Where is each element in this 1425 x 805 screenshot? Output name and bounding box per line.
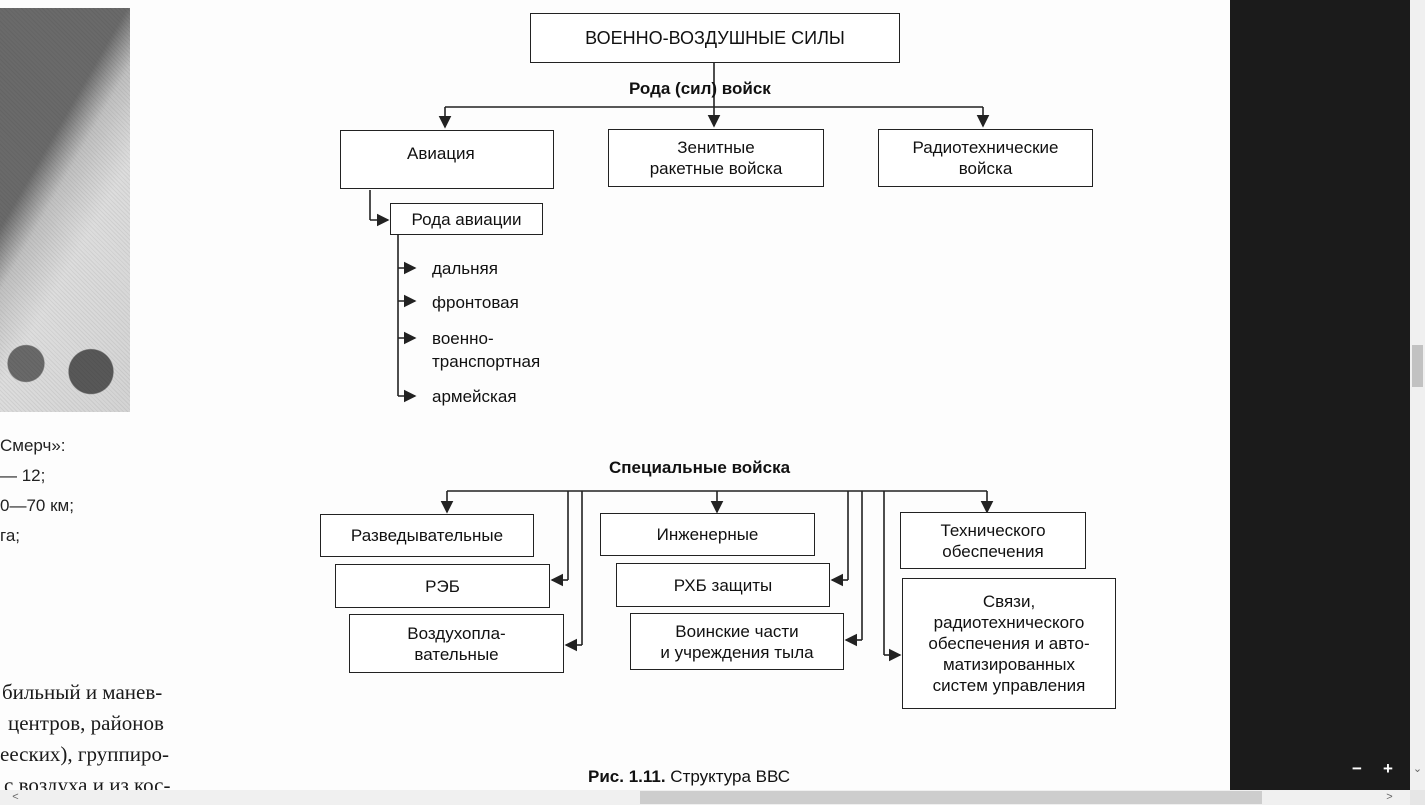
special-aeronautic: Воздухопла- вательные xyxy=(349,614,564,673)
special-nbc: РХБ защиты xyxy=(616,563,830,607)
special-aeronautic-line: Воздухопла- xyxy=(407,623,506,643)
aviation-kind-item: фронтовая xyxy=(432,293,519,312)
special-heading: Специальные войска xyxy=(609,458,791,477)
zoom-out-button[interactable]: − xyxy=(1352,759,1362,778)
scanned-page: Смерч»: — 12; 0—70 км; га; бильный и ман… xyxy=(0,8,1116,790)
special-comms-line: матизированных xyxy=(942,655,1076,674)
aviation-kind-item: дальняя xyxy=(432,259,498,278)
spec-line: Смерч»: xyxy=(0,436,66,455)
branch-radio-tech-line: войска xyxy=(958,159,1013,178)
body-line: ееских), группиро- xyxy=(0,742,169,766)
figure-caption: Рис. 1.11. Структура ВВС xyxy=(588,767,790,787)
special-recon-label: Разведывательные xyxy=(350,526,504,545)
branch-air-defense-line: Зенитные xyxy=(677,138,755,157)
aviation-kinds-box: Рода авиации xyxy=(390,203,543,235)
vertical-scroll-thumb[interactable] xyxy=(1412,345,1423,387)
special-nbc-label: РХБ защиты xyxy=(673,575,773,595)
scroll-right-icon[interactable]: > xyxy=(1386,791,1393,803)
branch-air-defense: Зенитные ракетные войска xyxy=(608,129,824,187)
special-comms-line: Связи, xyxy=(982,592,1036,611)
special-rear-line: и учреждения тыла xyxy=(660,642,814,662)
body-line: центров, районов xyxy=(8,711,164,735)
vertical-scrollbar[interactable] xyxy=(1410,0,1425,790)
viewer-background xyxy=(1230,0,1410,790)
special-rear-line: Воинские части xyxy=(675,621,799,641)
figure-caption-label: Рис. 1.11. xyxy=(588,767,666,786)
special-comms: Связи, радиотехнического обеспечения и а… xyxy=(902,578,1116,709)
special-comms-line: радиотехнического xyxy=(933,613,1085,632)
special-ew: РЭБ xyxy=(335,564,550,608)
special-tech-support-line: Технического xyxy=(940,520,1046,540)
branch-air-defense-line: ракетные войска xyxy=(649,159,783,178)
body-line: бильный и манев- xyxy=(2,680,163,704)
figure-caption-text: Структура ВВС xyxy=(665,767,791,786)
zoom-in-button[interactable]: + xyxy=(1383,759,1393,778)
spec-line: га; xyxy=(0,526,21,545)
launcher-photo xyxy=(0,8,130,412)
branch-radio-tech: Радиотехнические войска xyxy=(878,129,1093,187)
special-ew-label: РЭБ xyxy=(425,576,460,596)
special-recon: Разведывательные xyxy=(320,514,534,557)
spec-line: 0—70 км; xyxy=(0,496,74,515)
special-engineering: Инженерные xyxy=(600,513,815,556)
spec-line: — 12; xyxy=(0,466,46,485)
branch-aviation-label: Авиация xyxy=(407,144,475,163)
diagram-title-box: ВОЕННО-ВОЗДУШНЫЕ СИЛЫ xyxy=(530,13,900,63)
scroll-down-icon[interactable]: ⌄ xyxy=(1412,763,1423,775)
branches-heading: Рода (сил) войск xyxy=(629,79,771,98)
scrollbar-corner xyxy=(1410,790,1425,805)
aviation-kind-item-cont: транспортная xyxy=(432,352,541,371)
special-tech-support-line: обеспечения xyxy=(942,541,1044,561)
aviation-kind-item: армейская xyxy=(432,387,517,406)
special-comms-line: систем управления xyxy=(932,676,1086,695)
special-engineering-label: Инженерные xyxy=(656,525,759,544)
aviation-kind-item: военно- xyxy=(432,329,494,348)
diagram-title: ВОЕННО-ВОЗДУШНЫЕ СИЛЫ xyxy=(585,27,845,48)
special-tech-support: Технического обеспечения xyxy=(900,512,1086,569)
body-line: с воздуха и из кос- xyxy=(4,773,171,790)
horizontal-scroll-thumb[interactable] xyxy=(640,791,1262,804)
special-comms-line: обеспечения и авто- xyxy=(928,634,1090,653)
special-aeronautic-line: вательные xyxy=(414,644,499,664)
scroll-left-icon[interactable]: < xyxy=(12,791,19,803)
diagram-connectors xyxy=(369,63,994,662)
aviation-kinds-label: Рода авиации xyxy=(411,209,522,229)
special-rear: Воинские части и учреждения тыла xyxy=(630,613,844,670)
branch-aviation: Авиация xyxy=(340,130,554,189)
branch-radio-tech-line: Радиотехнические xyxy=(912,138,1059,157)
